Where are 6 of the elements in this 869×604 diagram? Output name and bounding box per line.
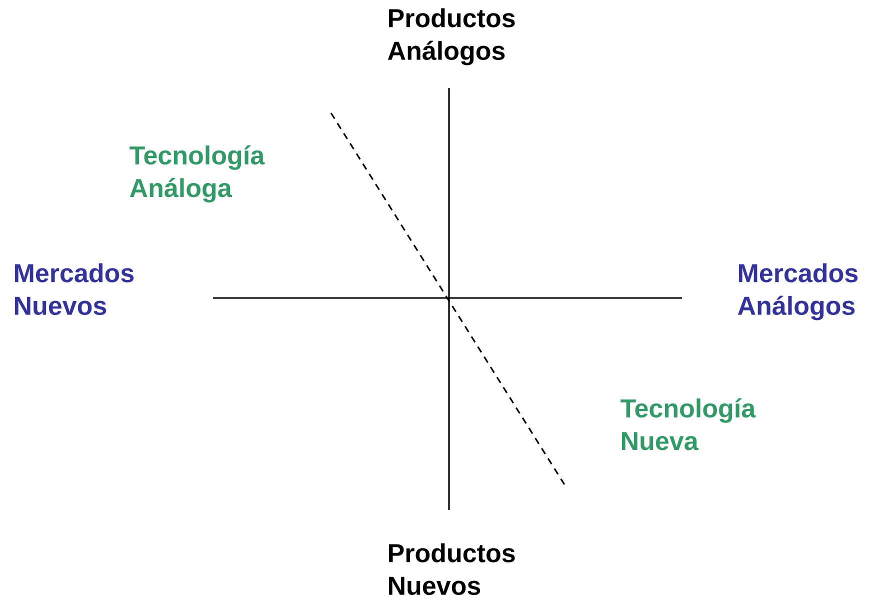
axis-label: Mercados Análogos [738, 263, 858, 320]
axis-label: Productos Nuevos [389, 543, 515, 595]
axis-label: Tecnología Nueva [620, 398, 756, 450]
axis-label: Mercados Nuevos [15, 263, 134, 316]
axis-label: Productos Análogos [388, 8, 515, 66]
axis-label: Tecnología Análoga [130, 145, 265, 202]
